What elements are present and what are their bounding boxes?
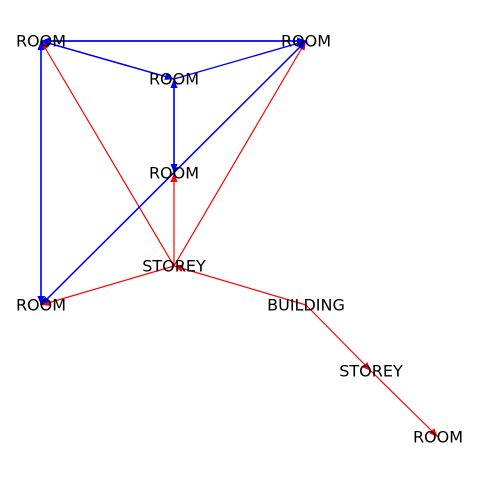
node-room-label: ROOM bbox=[413, 428, 463, 447]
containment-edge bbox=[40, 40, 175, 267]
containment-edge bbox=[173, 40, 307, 267]
containment-edge bbox=[305, 304, 372, 372]
node-building-label: BUILDING bbox=[267, 296, 345, 315]
adjacency-edge bbox=[173, 40, 307, 80]
node-room-label: ROOM bbox=[281, 32, 331, 51]
containment-edge bbox=[370, 370, 439, 438]
node-storey-label: STOREY bbox=[142, 257, 206, 276]
containment-edge bbox=[173, 265, 307, 306]
node-room-label: ROOM bbox=[149, 164, 199, 183]
node-label-layer: ROOM ROOM ROOM ROOM ROOM STOREY BUILDING… bbox=[16, 32, 463, 447]
node-room-label: ROOM bbox=[16, 296, 66, 315]
adjacency-edge bbox=[40, 40, 175, 80]
node-storey-label: STOREY bbox=[339, 362, 403, 381]
edge-layer bbox=[37, 37, 439, 438]
node-room-label: ROOM bbox=[149, 70, 199, 89]
containment-edge bbox=[40, 265, 175, 306]
node-room-label: ROOM bbox=[16, 32, 66, 51]
